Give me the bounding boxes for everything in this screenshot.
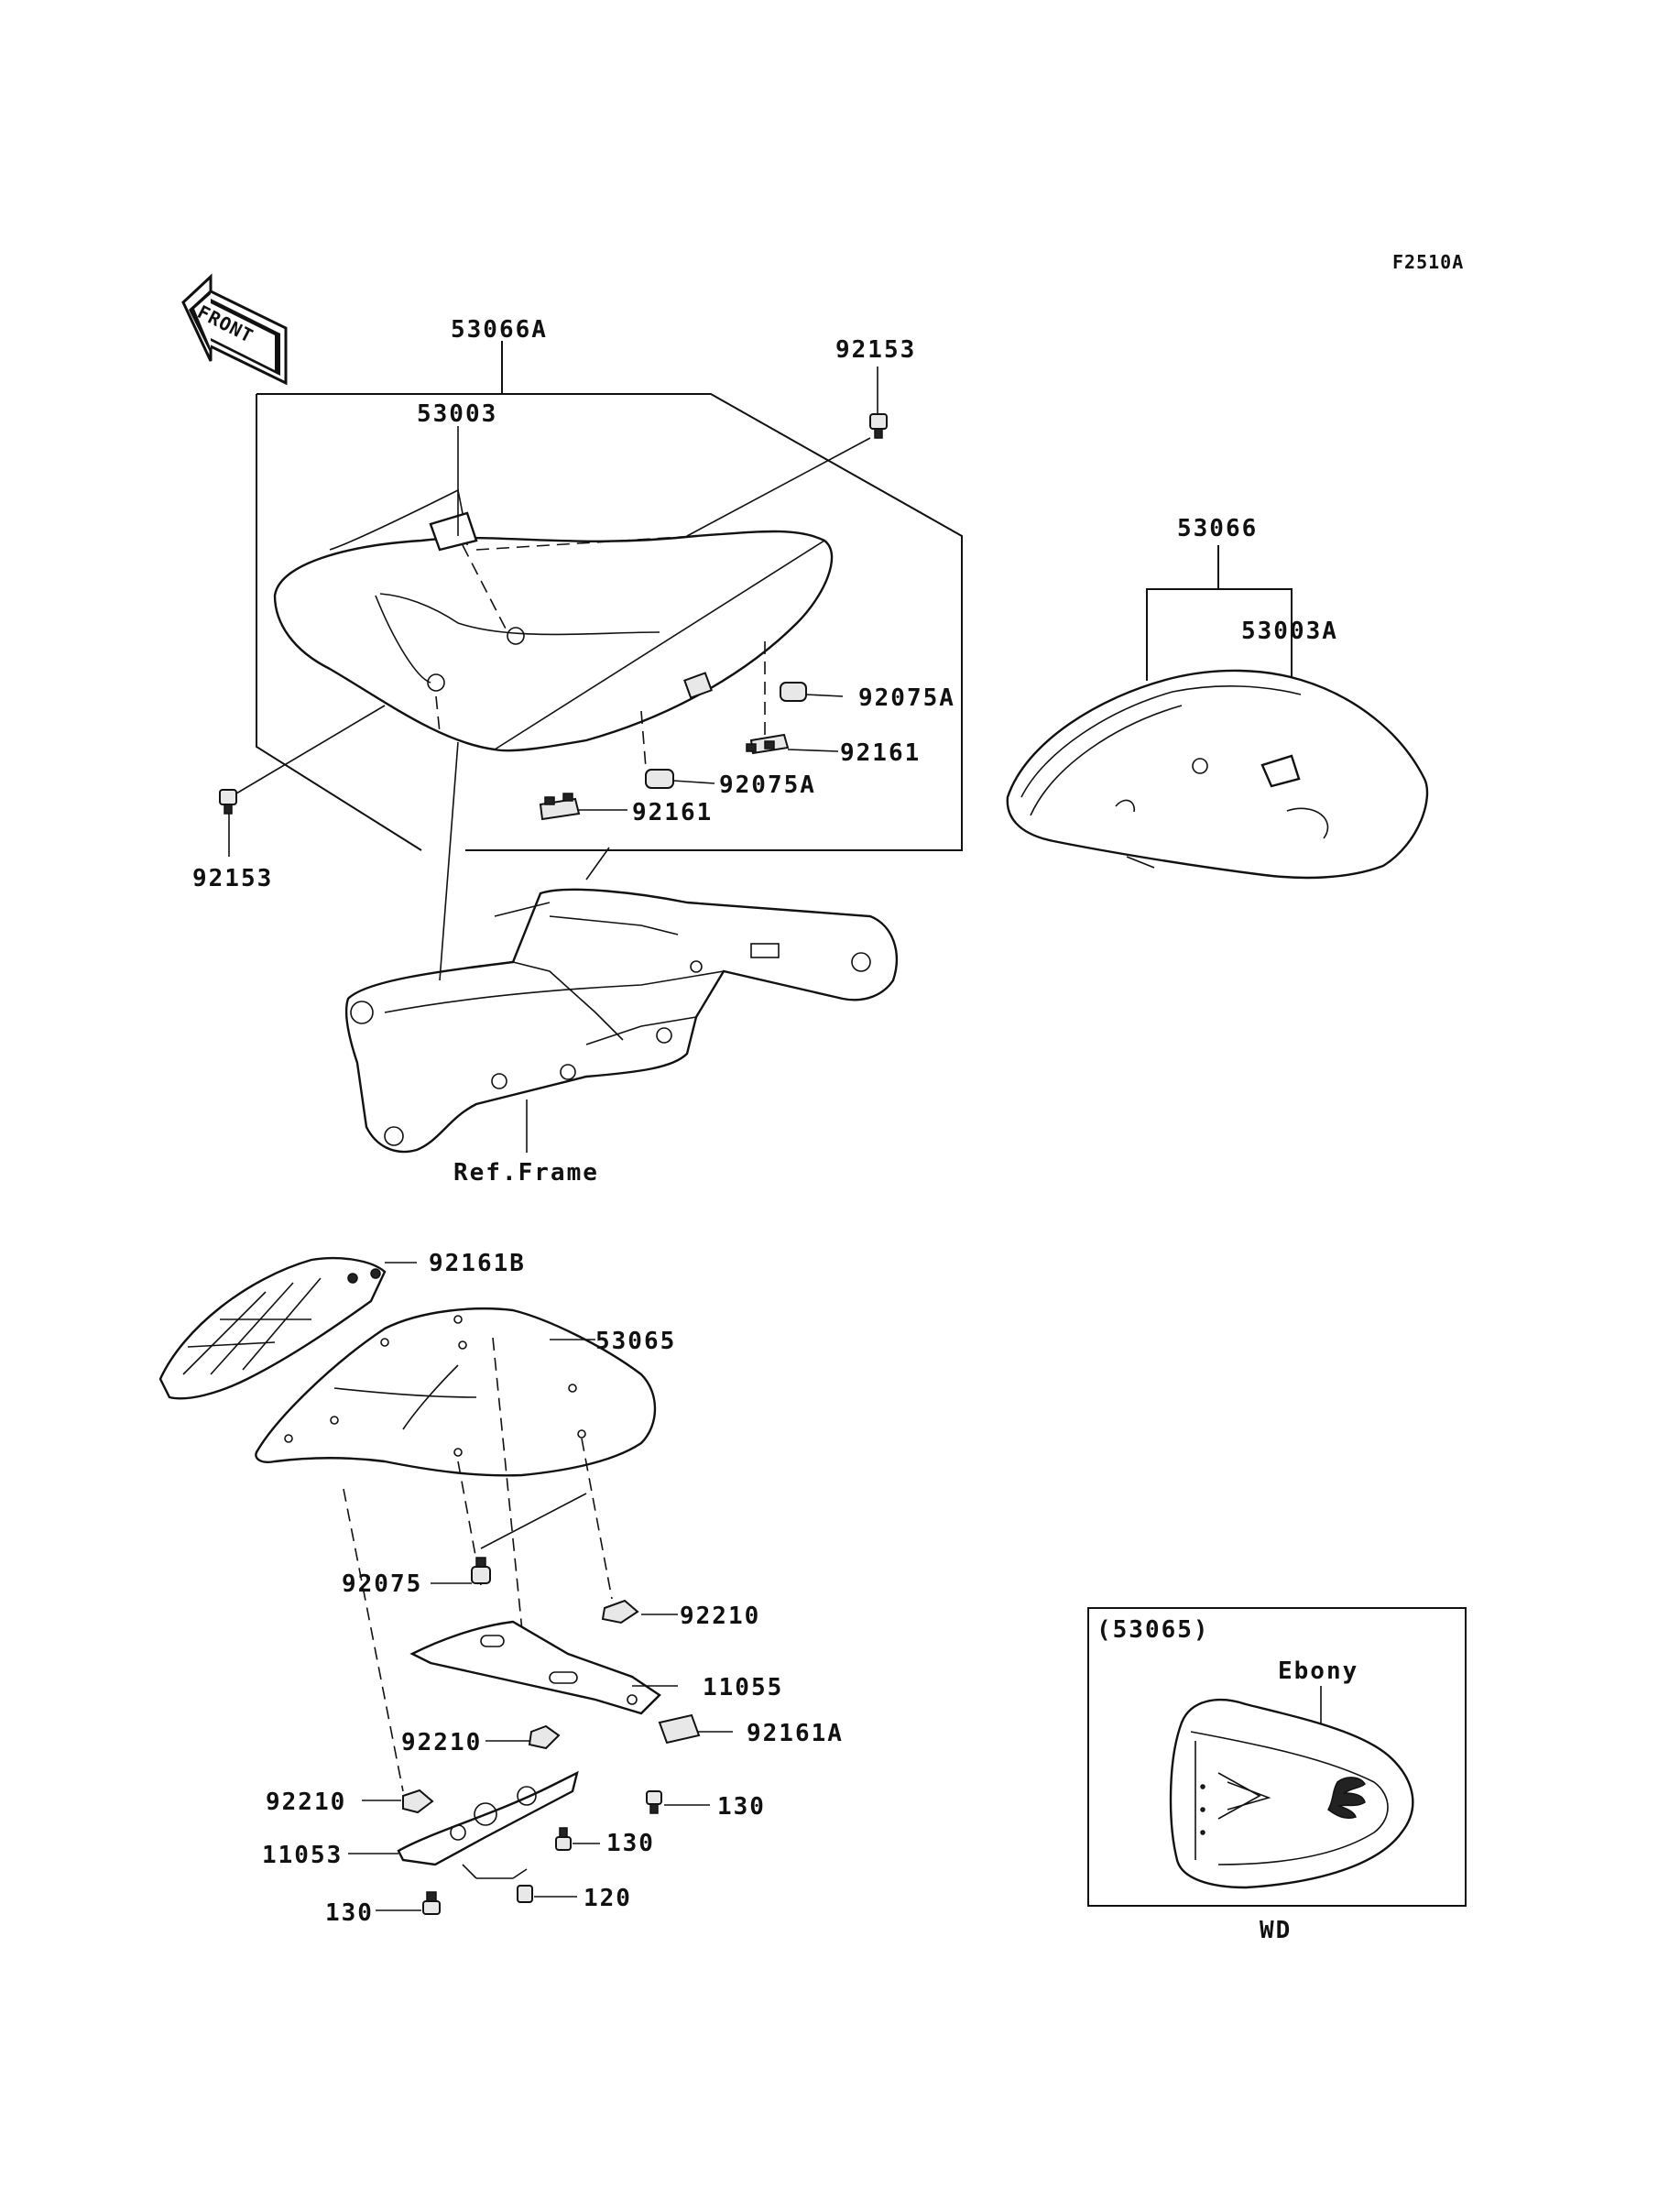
seat-53066-group [1006,545,1429,880]
label-11055: 11055 [703,1674,783,1701]
bolt-130-b [555,1827,600,1851]
label-130-1: 130 [717,1793,766,1821]
label-92161-1: 92161 [840,739,921,767]
label-53003: 53003 [417,400,497,428]
color-variant-inset: (53065) Ebony [1087,1607,1467,1907]
seat-cover-group [158,1256,733,1915]
label-92210-3: 92210 [266,1789,346,1816]
label-130-3: 130 [325,1899,374,1927]
label-130-2: 130 [606,1830,655,1857]
label-11053: 11053 [262,1842,343,1869]
label-53066: 53066 [1177,515,1258,542]
bolt-130-c [376,1891,441,1915]
seat-assembly-group [219,341,963,857]
label-92153-left: 92153 [192,865,273,892]
front-arrow-icon: FRONT [181,273,288,386]
bolt-120 [517,1885,577,1903]
label-53065: 53065 [595,1328,676,1355]
label-92210-2: 92210 [401,1729,482,1756]
bolt-130-a [646,1790,710,1814]
bolt-92153-top [686,413,888,537]
rear-frame [344,741,898,1154]
label-92075A-1: 92075A [858,684,955,712]
label-92153-top: 92153 [835,336,916,364]
inset-part-ref: (53065) [1096,1616,1210,1644]
label-53003A: 53003A [1241,618,1338,645]
diagram-code: F2510A [1392,251,1464,273]
label-92210-1: 92210 [680,1603,760,1630]
label-53066A: 53066A [451,316,548,344]
label-92161A: 92161A [747,1720,844,1747]
label-ref-frame: Ref.Frame [453,1159,599,1187]
inset-color-label: Ebony [1278,1657,1358,1685]
inset-caption: WD [1260,1917,1292,1944]
label-92075: 92075 [342,1570,422,1598]
label-92075A-2: 92075A [719,771,816,799]
label-120: 120 [584,1885,632,1912]
label-92161-2: 92161 [632,799,713,826]
label-92161B: 92161B [429,1250,526,1277]
bolt-92153-left [219,705,386,815]
